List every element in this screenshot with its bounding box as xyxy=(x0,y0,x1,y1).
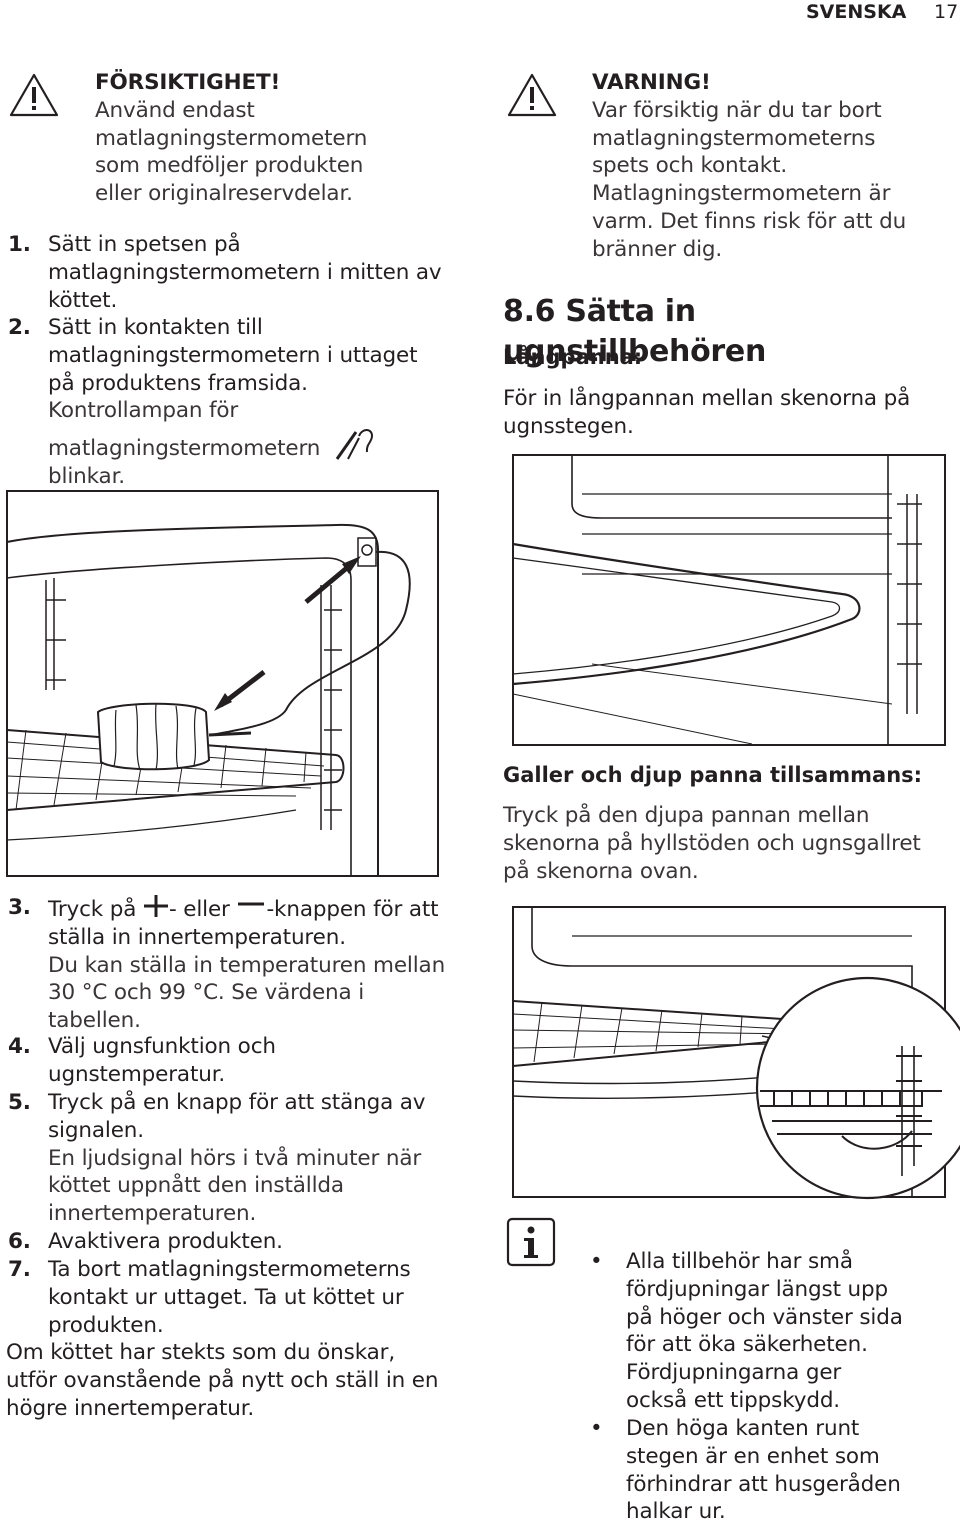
step-line: matlagningstermometern xyxy=(48,436,321,462)
longpan-line: ugnsstegen. xyxy=(503,413,634,439)
header-language: SVENSKA xyxy=(806,1,907,23)
step-line: blinkar. xyxy=(48,463,125,489)
info-line: också ett tippskydd. xyxy=(626,1387,840,1413)
step-line: 30 °C och 99 °C. Se värdena i xyxy=(48,980,365,1006)
step-line: kontakt ur uttaget. Ta ut köttet ur xyxy=(48,1284,404,1310)
step-line: Avaktivera produkten. xyxy=(48,1229,283,1254)
step-line: ställa in innertemperaturen. xyxy=(48,924,346,950)
warning-line: Var försiktig när du tar bort xyxy=(592,97,882,123)
warning-line: Matlagningstermometern är xyxy=(592,181,891,207)
grid-and-pan-line: på skenorna ovan. xyxy=(503,858,699,884)
info-line: på höger och vänster sida xyxy=(626,1304,903,1330)
grid-and-pan-text: Tryck på den djupa pannan mellan skenorn… xyxy=(503,802,953,885)
warning-title: VARNING! xyxy=(592,70,711,95)
info-line: halkar ur. xyxy=(626,1499,726,1525)
info-line: Alla tillbehör har små xyxy=(626,1249,853,1274)
step-7: 7. Ta bort matlagningstermometerns konta… xyxy=(8,1256,468,1339)
longpan-text: För in långpannan mellan skenorna på ugn… xyxy=(503,385,953,441)
step-line: Kontrollampan för xyxy=(48,398,239,424)
closing-line: högre innertemperatur. xyxy=(6,1395,255,1421)
step-number: 4. xyxy=(8,1034,31,1059)
caution-line: som medföljer produkten xyxy=(95,153,364,179)
step-4: 4. Välj ugnsfunktion och ugnstemperatur. xyxy=(8,1033,468,1089)
step-line-part: Tryck på xyxy=(48,897,137,922)
info-line: förhindrar att husgeråden xyxy=(626,1471,901,1497)
closing-line: utför ovanstående på nytt och ställ in e… xyxy=(6,1367,439,1393)
step-line: En ljudsignal hörs i två minuter när xyxy=(48,1145,422,1171)
step-3: 3. Tryck på - eller -knappen för att stä… xyxy=(8,894,468,1035)
subheading-grid-and-pan: Galler och djup panna tillsammans: xyxy=(503,763,923,787)
section-title-text: 8.6 Sätta in ugnstillbehören xyxy=(503,294,767,369)
grid-and-pan-line: Tryck på den djupa pannan mellan xyxy=(503,803,870,828)
oven-meat-probe-illustration xyxy=(6,490,439,877)
step-number: 3. xyxy=(8,895,31,920)
step-3-first-line: Tryck på - eller -knappen för att xyxy=(48,894,468,924)
step-line: Tryck på en knapp för att stänga av xyxy=(48,1090,426,1115)
step-line: på produktens framsida. xyxy=(48,370,308,396)
step-line: Sätt in spetsen på xyxy=(48,232,241,257)
step-line: produkten. xyxy=(48,1312,164,1338)
info-bullet-1: • Alla tillbehör har små fördjupningar l… xyxy=(590,1248,954,1415)
info-icon xyxy=(506,1217,556,1267)
step-5: 5. Tryck på en knapp för att stänga av s… xyxy=(8,1089,468,1228)
step-2: 2. Sätt in kontakten till matlagningster… xyxy=(8,314,468,491)
step-line: Du kan ställa in temperaturen mellan xyxy=(48,952,446,978)
step-line: ugnstemperatur. xyxy=(48,1061,226,1087)
step-number: 6. xyxy=(8,1229,31,1254)
step-line: matlagningstermometern i uttaget xyxy=(48,342,418,368)
caution-line: eller originalreservdelar. xyxy=(95,181,353,207)
closing-paragraph: Om köttet har stekts som du önskar, utfö… xyxy=(6,1339,476,1422)
bullet-dot-icon: • xyxy=(590,1416,603,1441)
bullet-dot-icon: • xyxy=(590,1249,603,1274)
longpan-line: För in långpannan mellan skenorna på xyxy=(503,386,911,411)
step-line: tabellen. xyxy=(48,1008,141,1034)
warning-block: VARNING! Var försiktig när du tar bort m… xyxy=(592,69,952,264)
step-number: 7. xyxy=(8,1257,31,1282)
step-line: matlagningstermometern i mitten av xyxy=(48,259,442,285)
warning-line: spets och kontakt. xyxy=(592,153,788,179)
warning-triangle-icon xyxy=(507,73,557,117)
step-line: signalen. xyxy=(48,1117,144,1143)
step-6: 6. Avaktivera produkten. xyxy=(8,1228,468,1256)
step-line: köttet. xyxy=(48,287,118,313)
step-number: 5. xyxy=(8,1090,31,1115)
subheading-longpan: Långpanna: xyxy=(503,345,643,369)
caution-line: Använd endast xyxy=(95,97,255,123)
closing-line: Om köttet har stekts som du önskar, xyxy=(6,1340,396,1365)
longpan-illustration xyxy=(512,454,946,746)
grid-and-pan-line: skenorna på hyllstöden och ugnsgallret xyxy=(503,830,921,856)
grid-and-pan-illustration xyxy=(512,906,960,1200)
step-line: Sätt in kontakten till xyxy=(48,315,263,340)
warning-line: matlagningstermometerns xyxy=(592,125,876,151)
plus-icon xyxy=(143,895,168,917)
info-line: Den höga kanten runt xyxy=(626,1416,860,1441)
info-line: för att öka säkerheten. xyxy=(626,1332,868,1358)
info-line: stegen är en enhet som xyxy=(626,1443,880,1469)
info-line: fördjupningar längst upp xyxy=(626,1276,889,1302)
warning-line: varm. Det finns risk för att du xyxy=(592,208,907,234)
caution-block: FÖRSIKTIGHET! Använd endast matlagningst… xyxy=(95,69,475,208)
step-number: 1. xyxy=(8,232,31,257)
step-line: köttet uppnått den inställda xyxy=(48,1173,344,1199)
warning-line: bränner dig. xyxy=(592,236,723,262)
page-number: 17 xyxy=(934,1,959,23)
step-line: innertemperaturen. xyxy=(48,1201,257,1227)
section-title: 8.6 Sätta in ugnstillbehören xyxy=(503,292,960,372)
caution-title: FÖRSIKTIGHET! xyxy=(95,70,281,95)
caution-line: matlagningstermometern xyxy=(95,125,368,151)
step-line: Välj ugnsfunktion och xyxy=(48,1034,276,1059)
info-bullet-2: • Den höga kanten runt stegen är en enhe… xyxy=(590,1415,954,1526)
warning-triangle-icon xyxy=(9,73,59,117)
minus-icon xyxy=(238,902,265,906)
step-number: 2. xyxy=(8,315,31,340)
step-line-part: - eller xyxy=(168,897,230,922)
step-line: Ta bort matlagningstermometerns xyxy=(48,1257,411,1282)
step-line-part: -knappen för att xyxy=(266,897,439,922)
meat-probe-icon xyxy=(335,429,374,460)
info-line: Fördjupningarna ger xyxy=(626,1360,842,1386)
step-1: 1. Sätt in spetsen på matlagningstermome… xyxy=(8,231,468,314)
